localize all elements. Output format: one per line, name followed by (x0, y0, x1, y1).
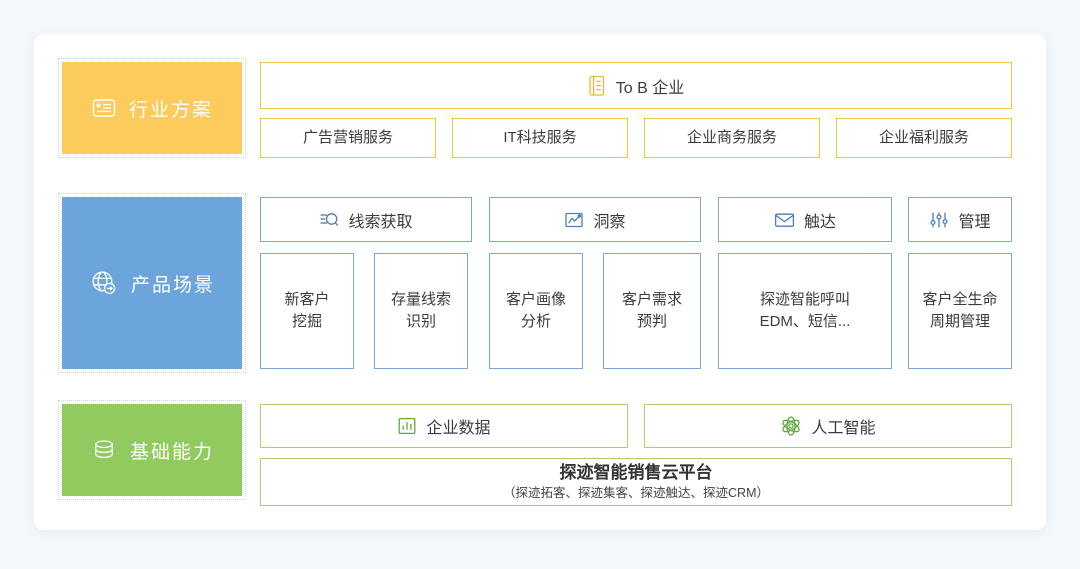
product-card-2[interactable]: 客户画像 分析 (489, 253, 583, 369)
platform-bar[interactable]: 探迹智能销售云平台 （探迹拓客、探迹集客、探迹触达、探迹CRM） (260, 458, 1012, 506)
base-header-1[interactable]: 人工智能 (644, 404, 1012, 448)
product-header-0[interactable]: 线索获取 (260, 197, 472, 242)
row-label-industry: 行业方案 (58, 58, 246, 158)
product-card-5-label: 客户全生命 周期管理 (922, 291, 998, 330)
product-header-3[interactable]: 管理 (908, 197, 1012, 242)
platform-subtitle: （探迹拓客、探迹集客、探迹触达、探迹CRM） (503, 485, 769, 500)
bar-chart-icon (397, 416, 417, 436)
database-icon (90, 436, 118, 464)
row-label-product-text: 产品场景 (130, 274, 215, 296)
atom-icon (780, 415, 802, 437)
diagram-card: 行业方案 To B 企业 广告营销服务 IT科技服务 企业商务服务 (34, 34, 1046, 530)
industry-item-3[interactable]: 企业福利服务 (836, 118, 1012, 158)
product-card-0-label: 新客户 挖掘 (284, 291, 330, 330)
product-header-1[interactable]: 洞察 (489, 197, 701, 242)
product-card-2-label: 客户画像 分析 (505, 291, 566, 330)
product-card-0[interactable]: 新客户 挖掘 (260, 253, 354, 369)
industry-header-label: To B 企业 (615, 79, 685, 97)
product-header-2-label: 触达 (803, 213, 836, 231)
id-card-icon (91, 95, 117, 121)
row-label-industry-text: 行业方案 (128, 99, 213, 121)
base-header-0-label: 企业数据 (426, 420, 491, 437)
industry-item-1-label: IT科技服务 (503, 129, 577, 147)
search-filter-icon (319, 210, 339, 230)
base-header-1-label: 人工智能 (811, 420, 876, 437)
product-card-1-label: 存量线索 识别 (390, 291, 451, 330)
row-label-product: 产品场景 (58, 193, 246, 373)
product-card-4[interactable]: 探迹智能呼叫 EDM、短信... (718, 253, 892, 369)
product-card-1[interactable]: 存量线索 识别 (374, 253, 468, 369)
industry-item-1[interactable]: IT科技服务 (452, 118, 628, 158)
industry-item-2[interactable]: 企业商务服务 (644, 118, 820, 158)
line-chart-icon (564, 210, 584, 230)
row-label-base: 基础能力 (58, 400, 246, 500)
product-header-1-label: 洞察 (593, 213, 626, 231)
industry-item-3-label: 企业福利服务 (878, 129, 969, 147)
document-list-icon (588, 75, 607, 97)
industry-item-0[interactable]: 广告营销服务 (260, 118, 436, 158)
product-header-3-label: 管理 (958, 213, 991, 231)
industry-item-2-label: 企业商务服务 (686, 129, 777, 147)
sliders-icon (929, 210, 949, 230)
base-header-0[interactable]: 企业数据 (260, 404, 628, 448)
envelope-icon (774, 211, 795, 229)
product-card-3-label: 客户需求 预判 (621, 291, 682, 330)
platform-title: 探迹智能销售云平台 (559, 462, 713, 482)
industry-header-box[interactable]: To B 企业 (260, 62, 1012, 109)
product-header-2[interactable]: 触达 (718, 197, 892, 242)
row-label-base-text: 基础能力 (129, 441, 214, 463)
globe-arrow-icon (89, 268, 119, 298)
product-card-5[interactable]: 客户全生命 周期管理 (908, 253, 1012, 369)
product-header-0-label: 线索获取 (348, 213, 413, 231)
product-card-3[interactable]: 客户需求 预判 (603, 253, 701, 369)
industry-item-0-label: 广告营销服务 (302, 129, 393, 147)
product-card-4-label: 探迹智能呼叫 EDM、短信... (759, 291, 851, 330)
